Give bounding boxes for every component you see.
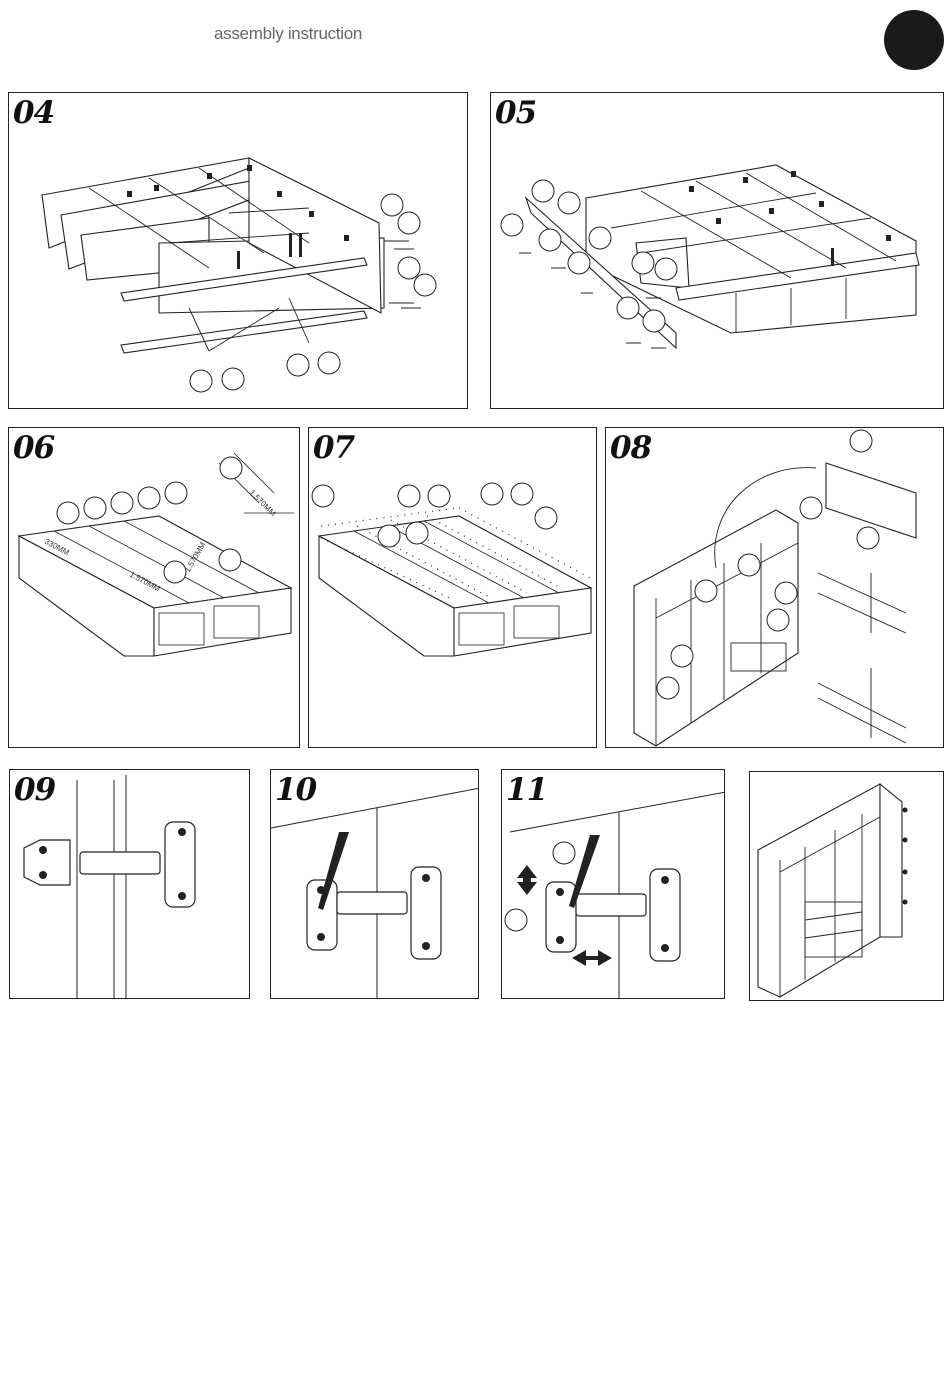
step-10-panel: 10 (270, 769, 479, 999)
step-05-diagram (491, 93, 944, 409)
step-number: 11 (506, 772, 547, 808)
step-06-panel: 06 330MM 1.570MM 1.570MM 1.570MM (8, 427, 300, 748)
page-number-badge (884, 10, 944, 70)
step-number: 06 (13, 430, 54, 466)
step-07-panel: 07 (308, 427, 597, 748)
step-04-panel: 04 (8, 92, 468, 409)
page-title: assembly instruction (214, 24, 362, 44)
final-wardrobe-diagram (750, 772, 944, 1001)
step-number: 07 (313, 430, 354, 466)
step-number: 08 (610, 430, 651, 466)
step-06-diagram: 330MM 1.570MM 1.570MM 1.570MM (9, 428, 300, 748)
step-09-panel: 09 (9, 769, 250, 999)
step-04-diagram (9, 93, 468, 409)
step-11-panel: 11 (501, 769, 725, 999)
step-08-panel: 08 (605, 427, 944, 748)
step-number: 05 (495, 95, 536, 131)
step-number: 09 (14, 772, 55, 808)
step-08-diagram (606, 428, 944, 748)
step-07-diagram (309, 428, 597, 748)
step-number: 04 (13, 95, 54, 131)
step-number: 10 (275, 772, 316, 808)
step-05-panel: 05 (490, 92, 944, 409)
final-assembly-panel (749, 771, 944, 1001)
